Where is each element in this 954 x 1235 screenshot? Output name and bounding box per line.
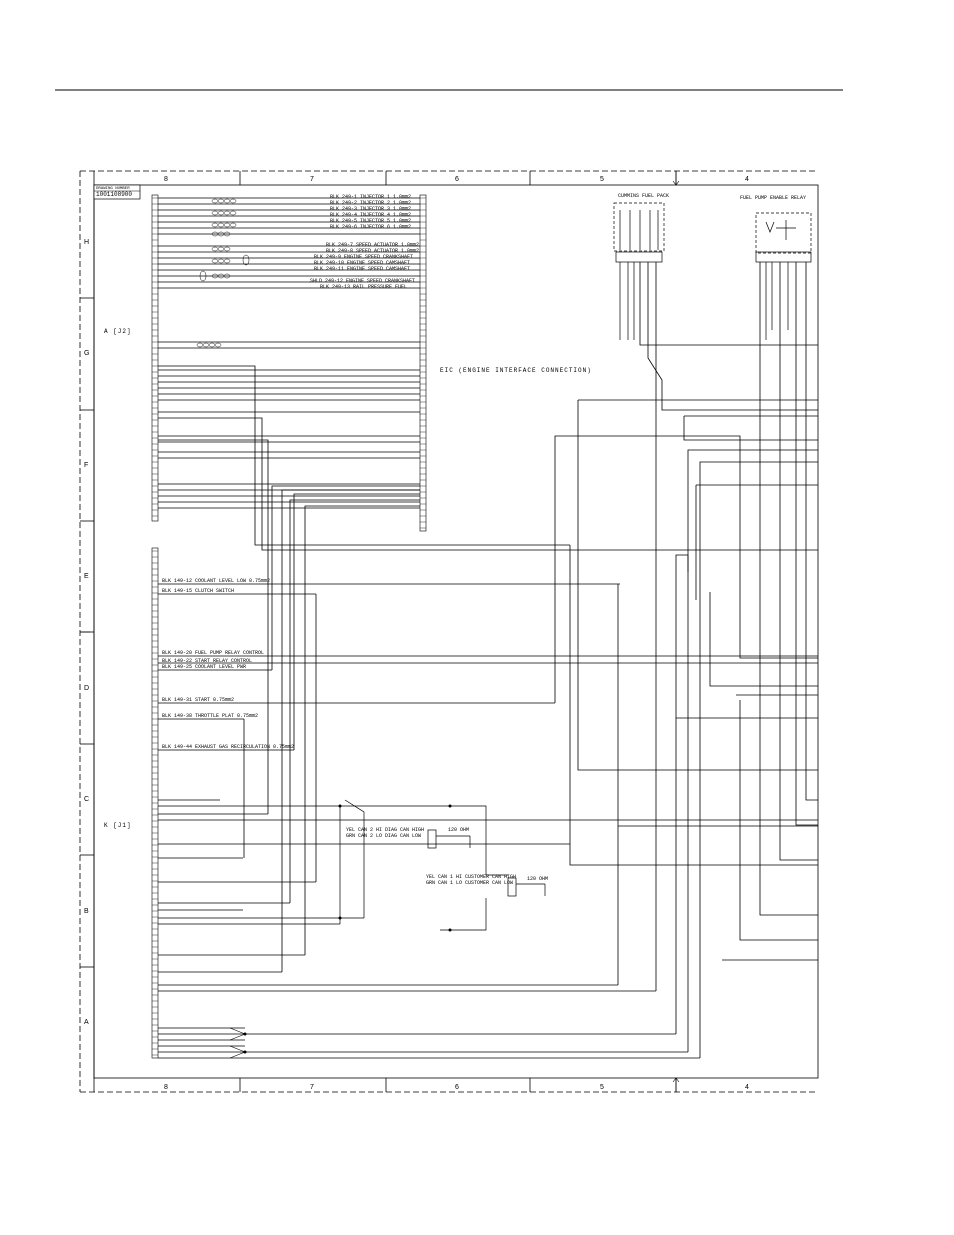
zone-col-6: 6 <box>455 176 459 183</box>
zone-col-8b: 8 <box>164 1084 168 1091</box>
wire-label-a11: BLK 249-11 ENGINE SPEED CAMSHAFT <box>314 266 411 272</box>
eic-label: EIC (ENGINE INTERFACE CONNECTION) <box>440 367 592 374</box>
zone-col-4: 4 <box>745 176 749 183</box>
wire-label-a4: BLK 249-4 INJECTOR 4 1.0mm2 <box>330 212 412 218</box>
wire-label-k3: BLK 149-20 FUEL PUMP RELAY CONTROL <box>162 650 265 656</box>
twisted-pair-symbols <box>196 198 250 348</box>
wire-label-k6: BLK 149-31 START 0.75mm2 <box>162 697 235 703</box>
connector-a-label: A [J2] <box>104 328 132 335</box>
zone-col-7: 7 <box>310 176 314 183</box>
can-label-3: YEL CAN 1 HI CUSTOMER CAN HIGH <box>426 874 517 880</box>
can-terminators <box>339 799 546 931</box>
routing-wires <box>158 262 818 1058</box>
wire-label-a9: BLK 249-9 ENGINE SPEED CRANKSHAFT <box>314 254 414 260</box>
wire-label-k2: BLK 149-15 CLUTCH SWITCH <box>162 588 235 594</box>
wire-label-k1: BLK 149-12 COOLANT LEVEL LOW 0.75mm2 <box>162 578 271 584</box>
relay-label: FUEL PUMP ENABLE RELAY <box>740 195 807 201</box>
wire-label-a12: SHLD 249-12 ENGINE SPEED CRANKSHAFT <box>310 278 416 284</box>
wire-label-a1: BLK 249-1 INJECTOR 1 1.0mm2 <box>330 194 412 200</box>
zone-col-6b: 6 <box>455 1084 459 1091</box>
drawing-number: 1001108900 <box>96 191 133 198</box>
can-label-1: YEL CAN 2 HI DIAG CAN HIGH <box>346 827 425 833</box>
wire-label-k7: BLK 149-38 THROTTLE PLAT 0.75mm2 <box>162 713 259 719</box>
zone-row-h: H <box>84 239 89 246</box>
zone-col-5b: 5 <box>600 1084 604 1091</box>
can-label-2: GRN CAN 2 LO DIAG CAN LOW <box>346 833 422 839</box>
relay-block <box>755 212 812 340</box>
ohm-label-2: 120 OHM <box>527 876 549 882</box>
wire-label-a13: BLK 249-13 RAIL PRESSURE FUEL <box>320 284 408 290</box>
zone-col-5: 5 <box>600 176 604 183</box>
fuel-pack-block <box>613 202 665 340</box>
wire-label-a8: BLK 249-8 SPEED ACTUATOR 1.0mm2 <box>326 248 420 254</box>
diagram-frame <box>79 170 819 1093</box>
connector-k-label: K [J1] <box>104 822 132 829</box>
wire-label-k8: BLK 149-44 EXHAUST GAS RECIRCULATION 0.7… <box>162 744 295 750</box>
zone-row-b: B <box>84 908 89 915</box>
drawing-number-caption: DRAWING NUMBER <box>96 187 130 191</box>
zone-col-4b: 4 <box>745 1084 749 1091</box>
fuel-pack-label: CUMMINS FUEL PACK <box>618 193 670 199</box>
wire-label-a3: BLK 249-3 INJECTOR 3 1.0mm2 <box>330 206 412 212</box>
wire-label-a2: BLK 249-2 INJECTOR 2 1.0mm2 <box>330 200 412 206</box>
zone-row-f: F <box>84 462 88 469</box>
can-label-4: GRN CAN 1 LO CUSTOMER CAN LOW <box>426 880 514 886</box>
zone-col-8: 8 <box>164 176 168 183</box>
ohm-label-1: 120 OHM <box>448 827 470 833</box>
zone-row-e: E <box>84 573 89 580</box>
wire-label-a6: BLK 249-6 INJECTOR 6 1.0mm2 <box>330 224 412 230</box>
zone-row-g: G <box>84 350 89 357</box>
zone-row-c: C <box>84 796 89 803</box>
wires-a <box>158 197 420 509</box>
wire-label-a7: BLK 249-7 SPEED ACTUATOR 1.0mm2 <box>326 242 420 248</box>
connector-a-pins <box>151 194 427 1059</box>
wire-label-k4: BLK 149-22 START RELAY CONTROL <box>162 658 253 664</box>
zone-row-a: A <box>84 1019 89 1026</box>
zone-row-d: D <box>84 685 89 692</box>
wire-label-a10: BLK 249-10 ENGINE SPEED CAMSHAFT <box>314 260 411 266</box>
wire-label-k5: BLK 149-25 COOLANT LEVEL PWR <box>162 664 247 670</box>
zone-col-7b: 7 <box>310 1084 314 1091</box>
wire-label-a5: BLK 249-5 INJECTOR 5 1.0mm2 <box>330 218 412 224</box>
